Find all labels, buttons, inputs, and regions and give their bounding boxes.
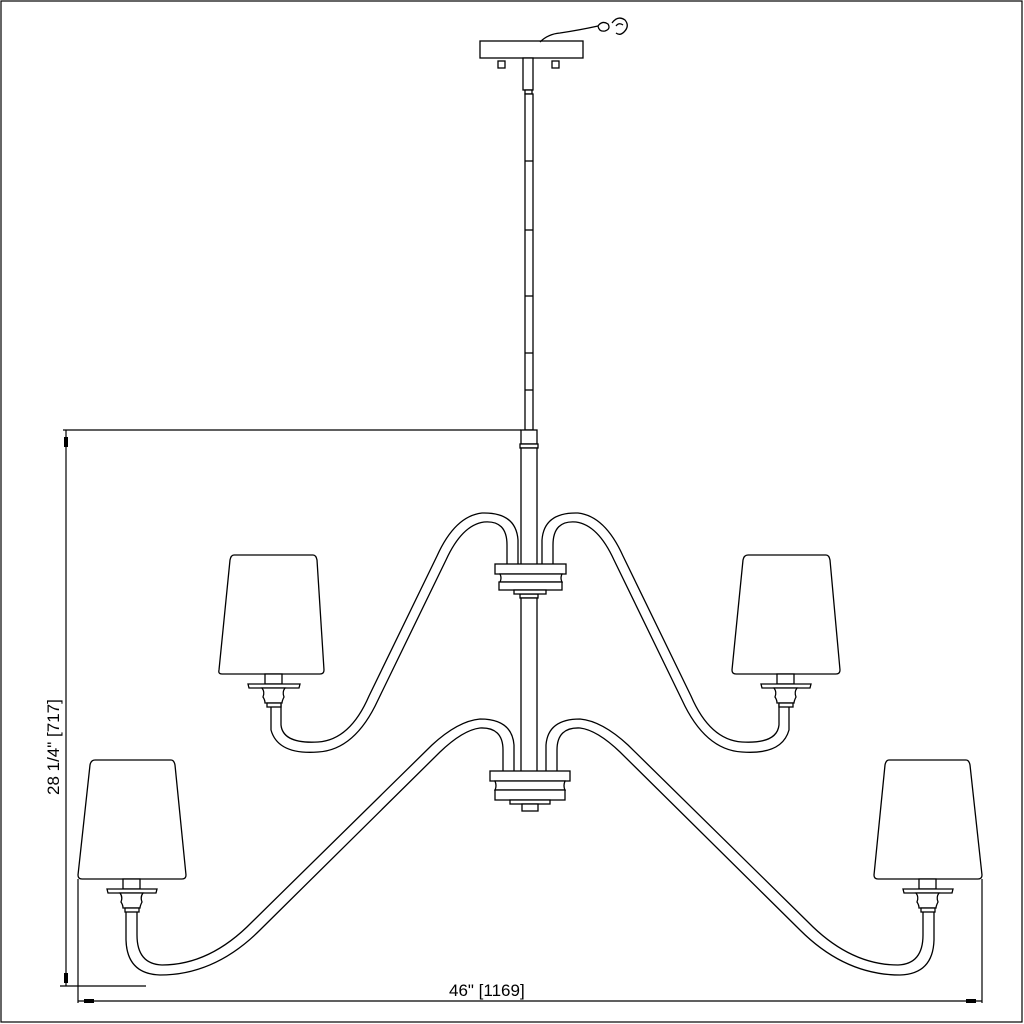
- down-rod: [519, 93, 539, 775]
- ceiling-canopy: [479, 40, 584, 95]
- upper-hub: [494, 563, 567, 595]
- upper-right-arm: [541, 512, 790, 753]
- height-dimension: [60, 429, 521, 987]
- width-dimension: [77, 879, 983, 1003]
- lower-left-light: [77, 759, 187, 913]
- arrow-up-icon: [64, 437, 68, 447]
- arrow-left-icon: [84, 999, 94, 1003]
- lower-right-light: [873, 759, 983, 913]
- s-hook-icon: [539, 17, 628, 43]
- upper-left-light: [218, 554, 325, 708]
- arrow-right-icon: [966, 999, 976, 1003]
- lamp-shade: [731, 554, 841, 675]
- lower-hub: [489, 770, 571, 812]
- lower-left-arm: [125, 718, 515, 976]
- width-label: 46" [1169]: [449, 981, 525, 1000]
- lamp-shade: [218, 554, 325, 675]
- upper-left-arm: [270, 512, 519, 753]
- lamp-shade: [77, 759, 187, 880]
- lamp-shade: [873, 759, 983, 880]
- lower-right-arm: [545, 718, 935, 976]
- arrow-down-icon: [64, 973, 68, 983]
- upper-right-light: [731, 554, 841, 708]
- height-label: 28 1/4" [717]: [44, 699, 63, 795]
